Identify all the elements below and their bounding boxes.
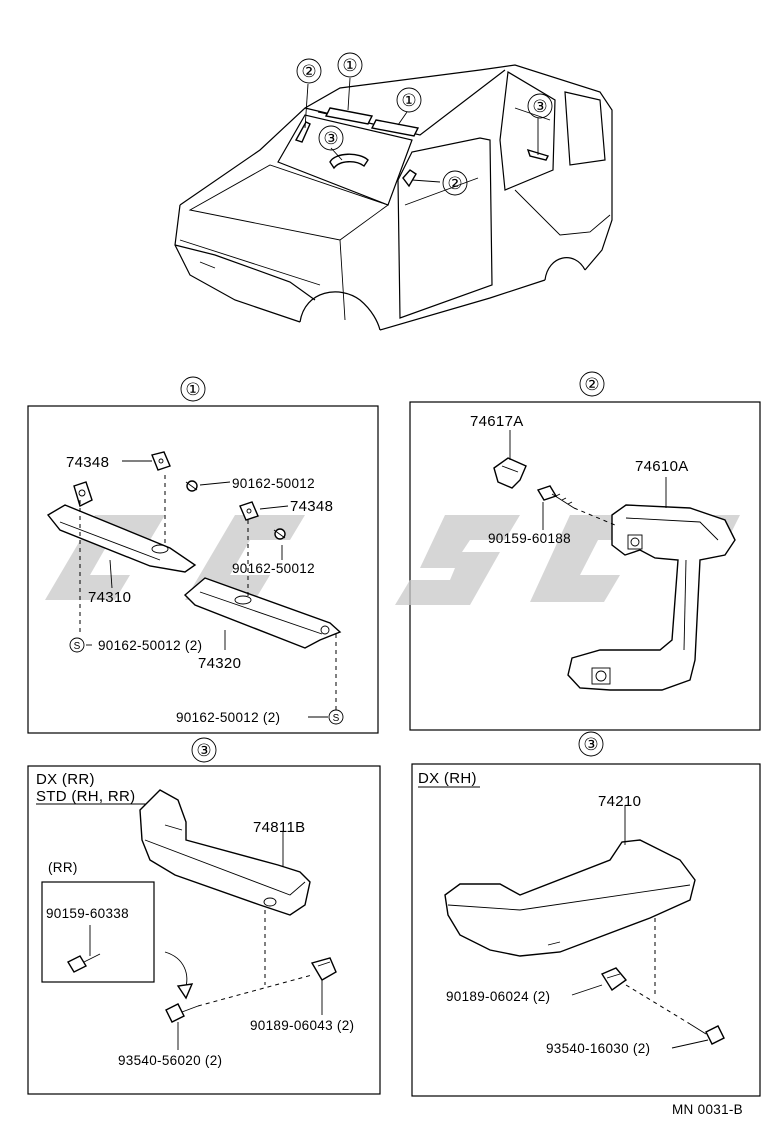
svg-text:S: S	[74, 641, 81, 652]
panel3-variant-line2: STD (RH, RR)	[36, 788, 135, 805]
s-mark-left: S	[69, 637, 85, 653]
panel3-title: ③	[191, 737, 217, 763]
clip-90189-06043	[310, 957, 337, 981]
label-74348-lower: 74348	[290, 498, 333, 515]
svg-text:③: ③	[583, 735, 598, 754]
svg-text:③: ③	[196, 741, 211, 760]
panel4-title: ③	[578, 731, 604, 757]
svg-text:②: ②	[301, 62, 316, 81]
panel2-frame	[409, 401, 761, 731]
van-callout-2-left: ②	[296, 58, 322, 84]
sub-box-rr	[41, 881, 155, 983]
label-90159-60338: 90159-60338	[46, 906, 129, 921]
label-74348-upper: 74348	[66, 454, 109, 471]
visor-holder-74348-lower	[239, 501, 259, 521]
assist-grip-74610a	[567, 504, 736, 691]
screw-lower	[273, 528, 286, 540]
label-93540-56020: 93540-56020 (2)	[118, 1053, 222, 1068]
panel4-frame	[411, 763, 761, 1097]
screw-90159-60188	[536, 485, 575, 509]
panel1-frame	[27, 405, 379, 734]
label-93540-16030: 93540-16030 (2)	[546, 1041, 650, 1056]
panel3-variant-line1: DX (RR)	[36, 771, 95, 788]
van-callout-3-front: ③	[318, 125, 344, 151]
label-90162-50012-upper: 90162-50012	[232, 476, 315, 491]
svg-text:②: ②	[447, 174, 462, 193]
label-90162-50012-lower: 90162-50012	[232, 561, 315, 576]
screw-90159-60338	[67, 953, 101, 973]
panel4-variant: DX (RH)	[418, 770, 477, 787]
curved-arrow-icon	[164, 951, 194, 1000]
sun-visor-74310	[46, 481, 197, 573]
label-74210: 74210	[598, 793, 641, 810]
label-90189-06024: 90189-06024 (2)	[446, 989, 550, 1004]
label-74811b: 74811B	[253, 819, 305, 836]
svg-text:②: ②	[584, 375, 599, 394]
sun-visor-74320	[183, 577, 342, 649]
screw-93540-16030	[689, 1023, 725, 1045]
svg-text:③: ③	[323, 129, 338, 148]
van-callout-1-left: ①	[337, 52, 363, 78]
van-callout-1-right: ①	[396, 87, 422, 113]
sub-box-title: (RR)	[48, 860, 78, 875]
svg-text:①: ①	[185, 380, 200, 399]
svg-text:S: S	[333, 713, 340, 724]
label-74310: 74310	[88, 589, 131, 606]
label-74610a: 74610A	[635, 458, 689, 475]
screw-upper	[185, 480, 198, 492]
footer-code: MN 0031-B	[672, 1102, 743, 1117]
grip-bracket-74617a	[493, 457, 527, 489]
svg-text:③: ③	[532, 97, 547, 116]
label-90162-50012-2-right: 90162-50012 (2)	[176, 710, 280, 725]
label-74617a: 74617A	[470, 413, 524, 430]
label-74320: 74320	[198, 655, 241, 672]
van-callout-2-door: ②	[442, 170, 468, 196]
visor-holder-74348-upper	[151, 451, 171, 471]
label-90159-60188: 90159-60188	[488, 531, 571, 546]
svg-text:①: ①	[401, 91, 416, 110]
label-90189-06043: 90189-06043 (2)	[250, 1018, 354, 1033]
van-callout-3-rear: ③	[527, 93, 553, 119]
panel2-title: ②	[579, 371, 605, 397]
label-90162-50012-2-left: 90162-50012 (2)	[98, 638, 202, 653]
assist-grip-74210	[444, 839, 696, 957]
screw-93540-56020	[165, 1003, 199, 1023]
panel1-title: ①	[180, 376, 206, 402]
van-illustration	[174, 64, 613, 331]
panel3-frame	[27, 765, 381, 1095]
svg-text:①: ①	[342, 56, 357, 75]
s-mark-right: S	[328, 709, 344, 725]
clip-90189-06024	[600, 967, 628, 992]
assist-grip-74811b	[139, 789, 311, 916]
